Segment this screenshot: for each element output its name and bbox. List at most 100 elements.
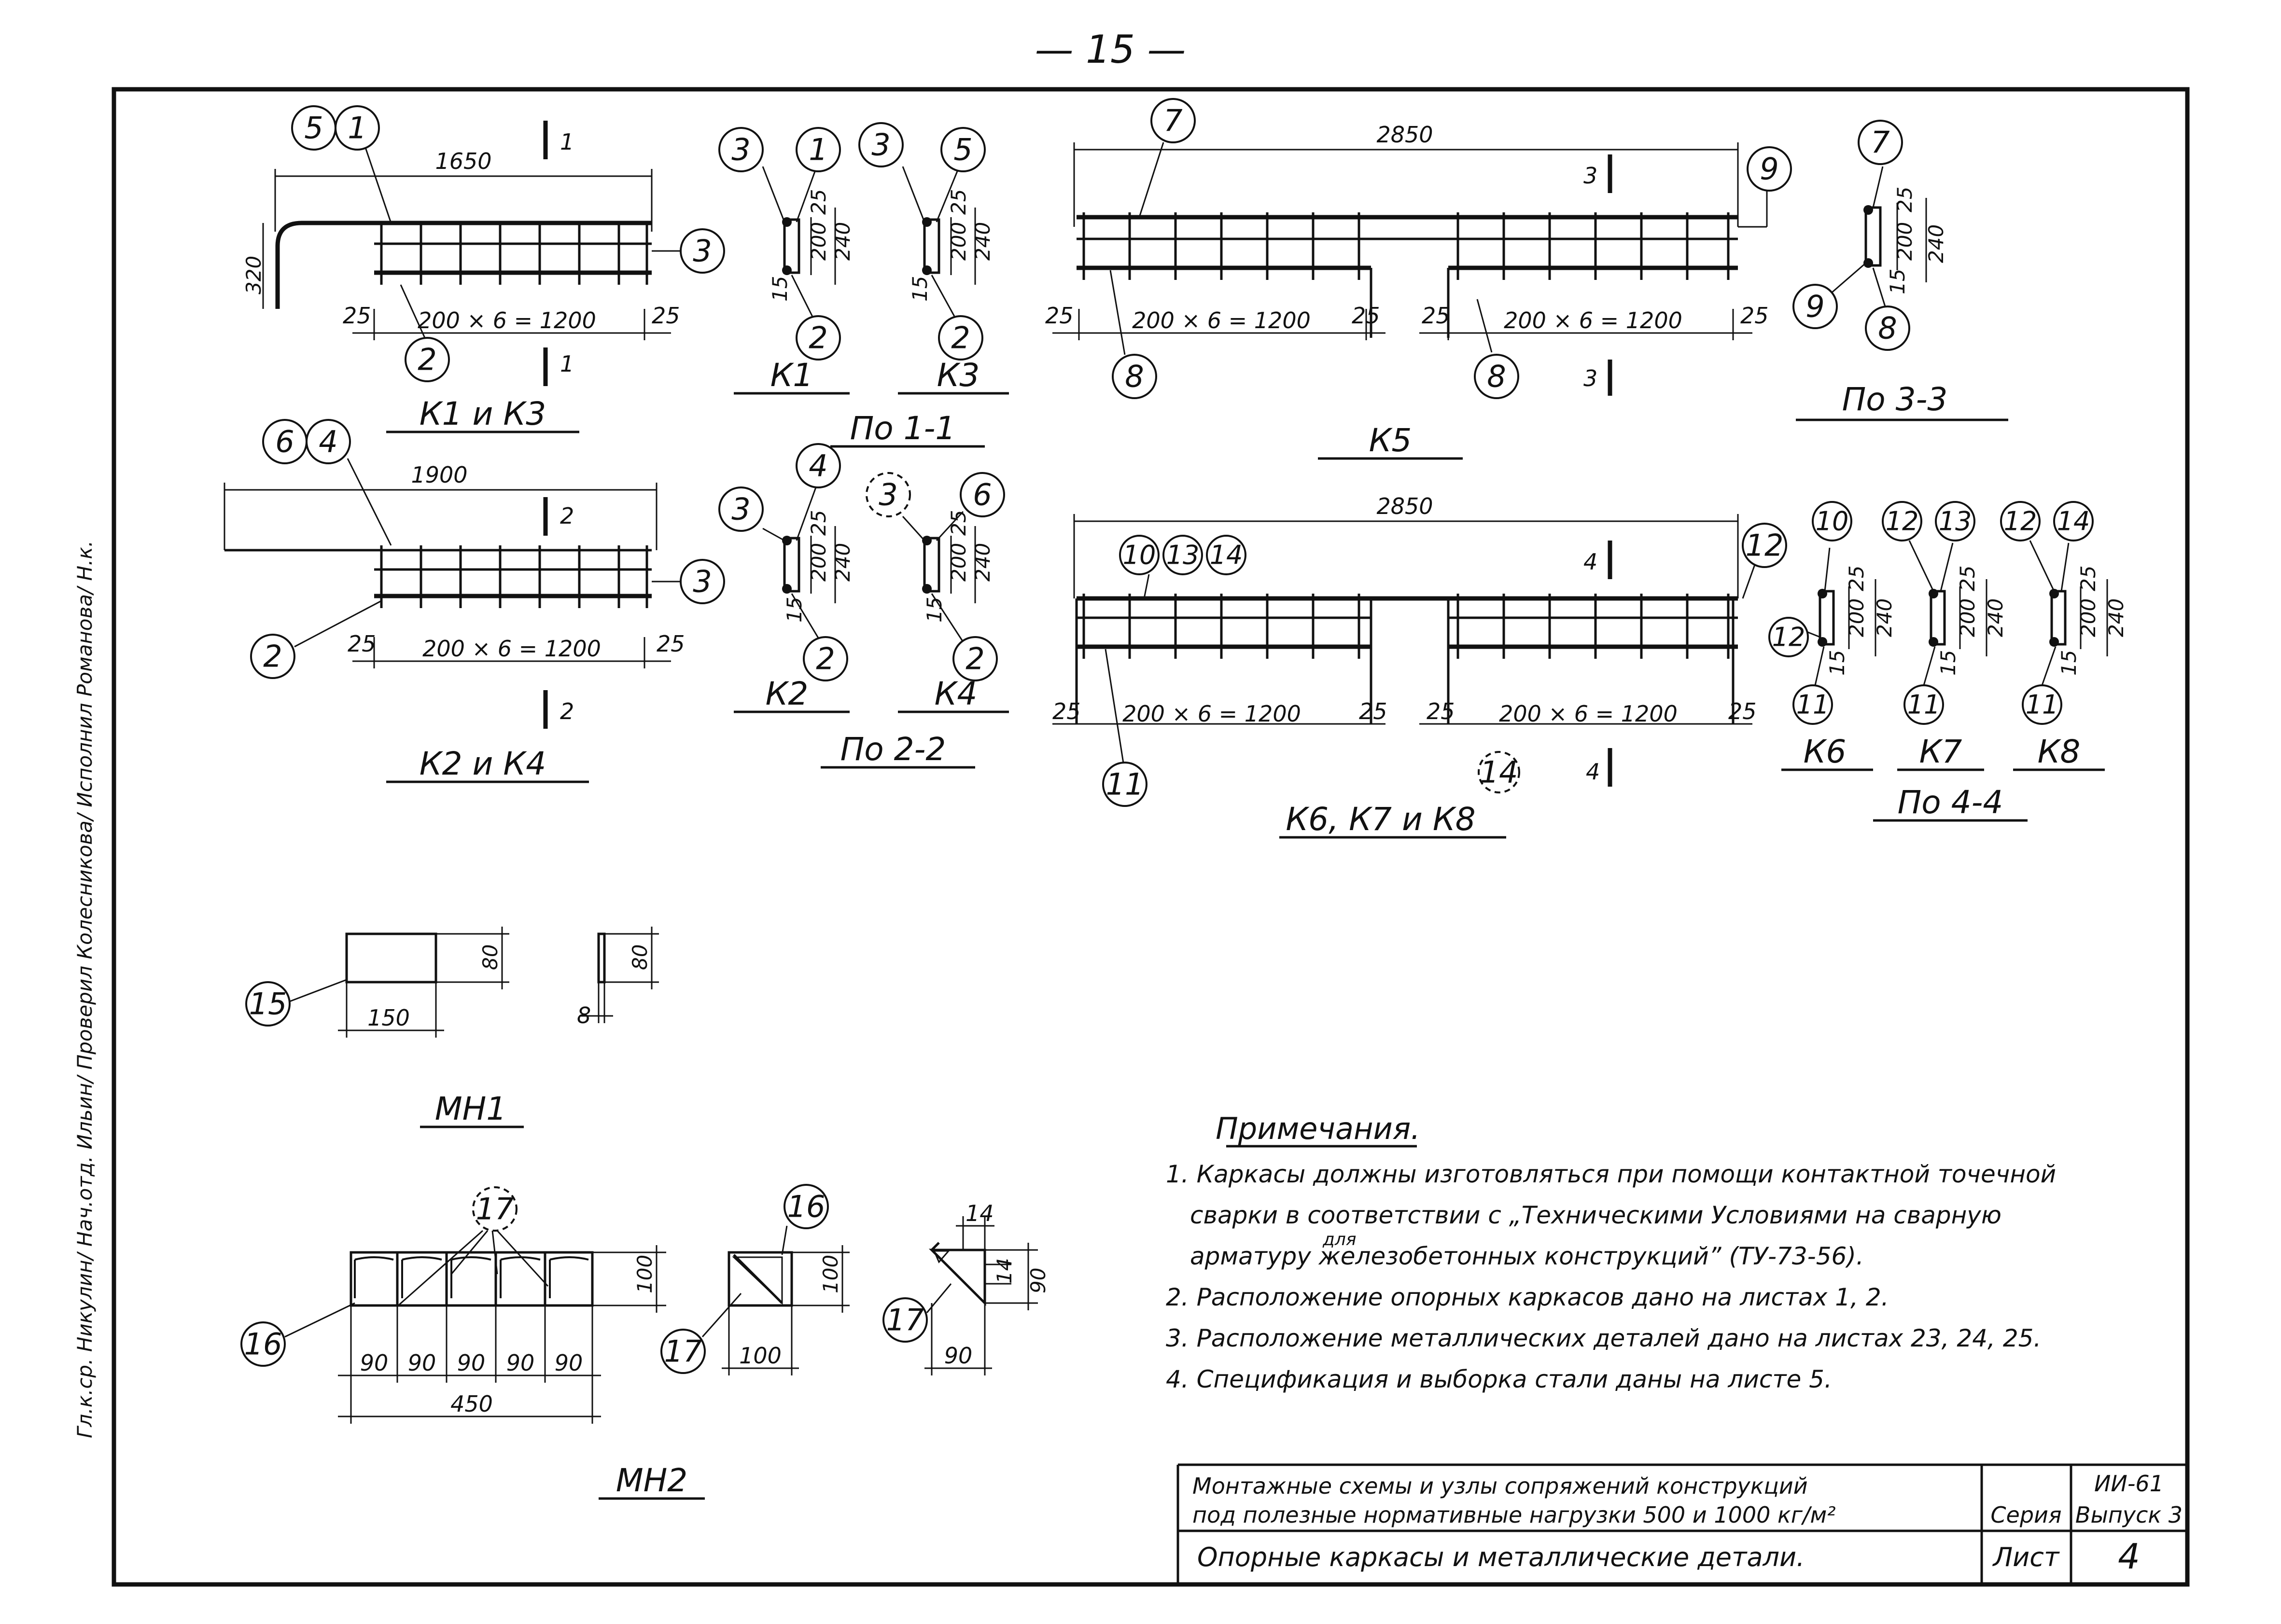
s11-k3-mark-5: 5 xyxy=(953,132,972,167)
mn1-title: МН1 xyxy=(435,1090,507,1127)
detail-mn2: 17 100 16 90 90 90 90 90 450 100 100 xyxy=(240,1184,1050,1500)
s22-k2-top: 25 xyxy=(807,510,830,536)
k1-end-left: 25 xyxy=(343,303,371,329)
s11-k1-top: 25 xyxy=(807,189,830,215)
s22-k4-mid: 200 xyxy=(947,543,970,582)
s11-k3-mid: 200 xyxy=(947,222,970,261)
k5-mark-7: 7 xyxy=(1163,103,1182,139)
mn2-mark-17: 17 xyxy=(476,1192,514,1227)
s44-k6-mark-11: 11 xyxy=(1796,690,1830,720)
mn1-plate xyxy=(345,932,437,984)
mark-2: 2 xyxy=(418,342,436,377)
s22-k4-label: К4 xyxy=(935,675,978,712)
s44-k7-mid: 200 xyxy=(1956,598,1979,637)
s44-k7-mark-12: 12 xyxy=(1886,506,1919,537)
s44-title: По 4-4 xyxy=(1898,784,2003,821)
s33-mark-8: 8 xyxy=(1878,311,1897,346)
k2-cut-num-bot: 2 xyxy=(560,698,574,724)
mn2-mark-16b: 16 xyxy=(787,1189,826,1224)
mn2-stiff-t-a: 14 xyxy=(966,1200,994,1226)
s44-k6-mark-12: 12 xyxy=(1772,622,1805,652)
side-stamp: Гл.к.ср. Никулин/ Нач.отд. Ильин/ Провер… xyxy=(73,541,97,1438)
section-1-1: 25 200 240 15 3 1 2 К1 25 200 240 15 3 5… xyxy=(718,122,1009,448)
k5-mark-8b: 8 xyxy=(1487,359,1506,394)
k6-spacing-2: 200 × 6 = 1200 xyxy=(1499,701,1678,727)
note-2: 2. Расположение опорных каркасов дано на… xyxy=(1166,1283,1889,1311)
k1-crossbars xyxy=(380,223,648,285)
sheet-frame xyxy=(112,87,2190,1587)
tb-desc-1: Монтажные схемы и узлы сопряжений констр… xyxy=(1192,1473,1808,1499)
s33-mid: 200 xyxy=(1893,222,1917,261)
mn2-mark-17c: 17 xyxy=(886,1303,924,1338)
s22-k4-mark-6: 6 xyxy=(973,477,992,513)
k2-end-left: 25 xyxy=(348,631,376,657)
k1-cut-num-top: 1 xyxy=(560,129,574,155)
k5-spacing-2: 200 × 6 = 1200 xyxy=(1504,307,1682,333)
mn2-seg-5: 90 xyxy=(555,1350,583,1376)
section-4-4: 25 200 240 15 10 12 11 К6 25 200 240 15 … xyxy=(1768,501,2128,822)
mn2-seg-1: 90 xyxy=(360,1350,389,1376)
tb-desc-2: под полезные нормативные нагрузки 500 и … xyxy=(1192,1502,1836,1528)
s22-k2-mark-3: 3 xyxy=(731,492,750,527)
s44-k7-bot: 15 xyxy=(1936,650,1960,676)
mn2-total: 450 xyxy=(450,1391,493,1417)
s44-k6-total: 240 xyxy=(1873,598,1896,637)
s22-k4-total: 240 xyxy=(971,543,994,582)
mn2-seg-2: 90 xyxy=(408,1350,436,1376)
k6-cut-num-bot: 4 xyxy=(1586,759,1600,785)
k678-title: К6, К7 и К8 xyxy=(1286,801,1475,838)
k5-title: К5 xyxy=(1369,422,1412,459)
k6-end-4: 25 xyxy=(1728,698,1757,724)
s11-title: По 1-1 xyxy=(850,410,956,447)
k6-crossbars xyxy=(1082,594,1730,659)
tb-sheet-label: Лист xyxy=(1992,1542,2060,1572)
k1-length: 1650 xyxy=(435,148,491,174)
s11-k1-bot: 15 xyxy=(768,276,792,302)
mn2-stiff-t-b: 14 xyxy=(993,1258,1016,1284)
s44-k8-top: 25 xyxy=(2076,566,2100,591)
note-3: 3. Расположение металлических деталей да… xyxy=(1166,1324,2041,1352)
tb-sheet-number: 4 xyxy=(2118,1536,2140,1577)
mn2-stiffener-detail xyxy=(928,1242,986,1306)
s33-total: 240 xyxy=(1924,224,1948,263)
s44-k6-label: К6 xyxy=(1804,733,1847,770)
k5-mark-8a: 8 xyxy=(1125,359,1144,394)
s44-k6-bot: 15 xyxy=(1825,650,1849,676)
k1-end-right: 25 xyxy=(652,303,680,329)
k5-spacing-1: 200 × 6 = 1200 xyxy=(1132,307,1311,333)
k1-hook: 320 xyxy=(242,256,266,294)
k2-crossbars xyxy=(380,545,648,608)
k6-cut-num-top: 4 xyxy=(1583,549,1597,575)
mn1-thick: 8 xyxy=(577,1002,591,1028)
k5-end-1: 25 xyxy=(1045,303,1074,329)
s44-k7-mark-13: 13 xyxy=(1939,506,1972,537)
k2-length: 1900 xyxy=(411,462,467,488)
s11-k1-total: 240 xyxy=(831,222,854,261)
mn2-height-a: 100 xyxy=(633,1255,657,1293)
section-3-3: 25 200 240 15 7 9 8 По 3-3 xyxy=(1792,120,2008,421)
s11-k3-mark-3: 3 xyxy=(871,127,890,163)
view-k1-k3: 1650 320 25 200 × 6 = 1200 25 1 1 5 xyxy=(242,105,725,433)
mn2-seg-4: 90 xyxy=(506,1350,535,1376)
s22-k4-mark-2: 2 xyxy=(966,641,984,677)
s44-k6-top: 25 xyxy=(1845,566,1868,591)
view-k5: 2850 25 200 × xyxy=(1045,98,1792,460)
mn1-height-a: 80 xyxy=(478,944,502,970)
notes: Примечания. 1. Каркасы должны изготовлят… xyxy=(1166,1111,2056,1393)
s44-k8-bot: 15 xyxy=(2057,650,2081,676)
k6-mark-11: 11 xyxy=(1106,767,1144,802)
mn2-side-height: 100 xyxy=(819,1255,842,1293)
s11-k1-mark-3: 3 xyxy=(731,132,750,167)
s33-title: По 3-3 xyxy=(1842,381,1948,418)
s11-k1-mark-1: 1 xyxy=(809,132,827,167)
s44-k8-label: К8 xyxy=(2038,733,2081,770)
mn2-stiff-w: 90 xyxy=(944,1343,973,1369)
mark-2-circle xyxy=(405,337,450,382)
s44-k8-mid: 200 xyxy=(2076,598,2100,637)
s33-top: 25 xyxy=(1893,187,1917,212)
k1-cut-num-bot: 1 xyxy=(560,351,574,377)
k6-length: 2850 xyxy=(1376,493,1433,519)
s22-k2-total: 240 xyxy=(831,543,854,582)
k6-end-3: 25 xyxy=(1427,698,1455,724)
k1-spacing: 200 × 6 = 1200 xyxy=(418,307,596,333)
